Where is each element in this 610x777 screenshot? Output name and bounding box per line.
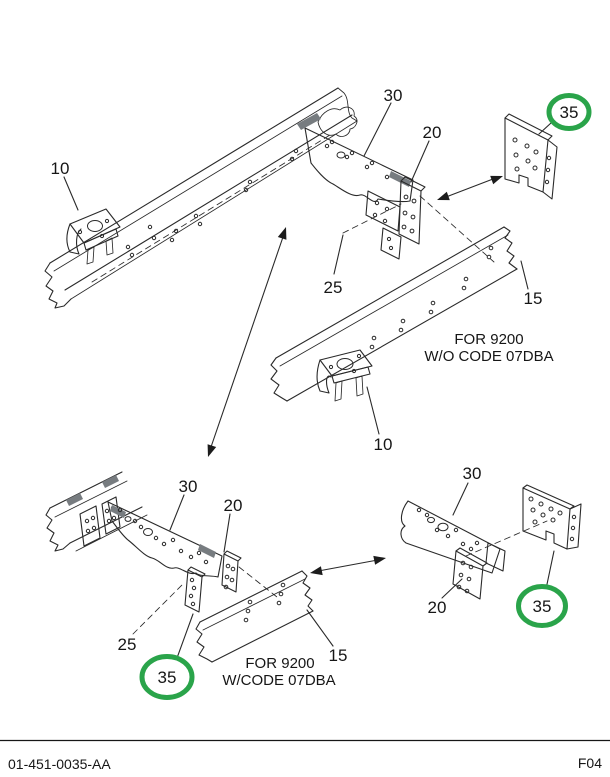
callout-20: 20: [423, 123, 442, 142]
callout-15-bl: 15: [329, 646, 348, 665]
detail-comparison-arrow: [310, 555, 386, 576]
alignment-dash-25: [342, 203, 402, 234]
caption-bl-line2: W/CODE 07DBA: [222, 672, 335, 689]
end-plate-20-bl: [221, 550, 242, 593]
tow-bracket-10-rail: [316, 349, 373, 402]
bottom-left-assembly-diagram: 30 20 25 15 35 FOR 9200 W/CODE 07DBA: [45, 471, 348, 700]
callout-10-rail: 10: [374, 435, 393, 454]
bottom-right-detail-diagram: 30 20 35: [400, 464, 582, 628]
callout-20-bl: 20: [224, 496, 243, 515]
right-rail-bl: [195, 570, 314, 663]
left-frame-rail: [44, 87, 358, 309]
end-plate-20-br: [452, 547, 488, 600]
page-footer: 01-451-0035-AA F04: [0, 739, 610, 772]
caption-bl-line1: FOR 9200: [245, 655, 314, 672]
bracket-35-bl: [184, 566, 206, 613]
callout-35: 35: [560, 103, 579, 122]
callout-30-br: 30: [463, 464, 482, 483]
leader-lines-br: [441, 482, 555, 599]
alignment-dash-25-bl: [132, 583, 184, 635]
callout-10-left: 10: [51, 159, 70, 178]
top-assembly-diagram: 10 30 20 25 15 10 35 FOR 9200 W/O CODE 0…: [44, 86, 592, 454]
right-frame-rail: [270, 226, 518, 402]
end-plate-20: [365, 176, 426, 260]
tow-bracket-10-left: [66, 208, 121, 265]
callout-30-bl: 30: [179, 477, 198, 496]
callout-20-br: 20: [428, 598, 447, 617]
highlight-ellipse: [546, 93, 592, 131]
footer-doc-id: 01-451-0035-AA: [8, 756, 111, 772]
callout-30: 30: [384, 86, 403, 105]
callout-25: 25: [324, 278, 343, 297]
variant-comparison-arrow: [207, 227, 287, 457]
callout-15: 15: [524, 289, 543, 308]
callout-35-bl: 35: [158, 668, 177, 687]
leader-lines-top: [63, 102, 552, 435]
alignment-dash-endplate: [419, 195, 495, 263]
mount-bracket-35: [504, 113, 558, 200]
fitment-arrow-top: [437, 175, 503, 201]
caption-top-line2: W/O CODE 07DBA: [424, 348, 553, 365]
caption-top-line1: FOR 9200: [454, 331, 523, 348]
highlight-ellipse: [139, 654, 195, 700]
highlighted-callout-35-bl: 35: [139, 654, 195, 700]
alignment-dash-br: [465, 520, 548, 557]
leader-lines-bl: [169, 494, 334, 659]
callout-25-bl: 25: [118, 635, 137, 654]
alignment-dash-bl: [238, 566, 278, 598]
callout-35-br: 35: [533, 597, 552, 616]
footer-page-code: F04: [578, 755, 602, 771]
highlight-ellipse: [516, 584, 568, 628]
highlighted-callout-35-br: 35: [516, 584, 568, 628]
bracket-35-br: [522, 484, 582, 550]
highlighted-callout-35-top: 35: [546, 93, 592, 131]
crossmember-30-bl: [107, 501, 223, 578]
left-rail-stub: [45, 471, 148, 552]
crossmember-30-br: [400, 500, 506, 574]
